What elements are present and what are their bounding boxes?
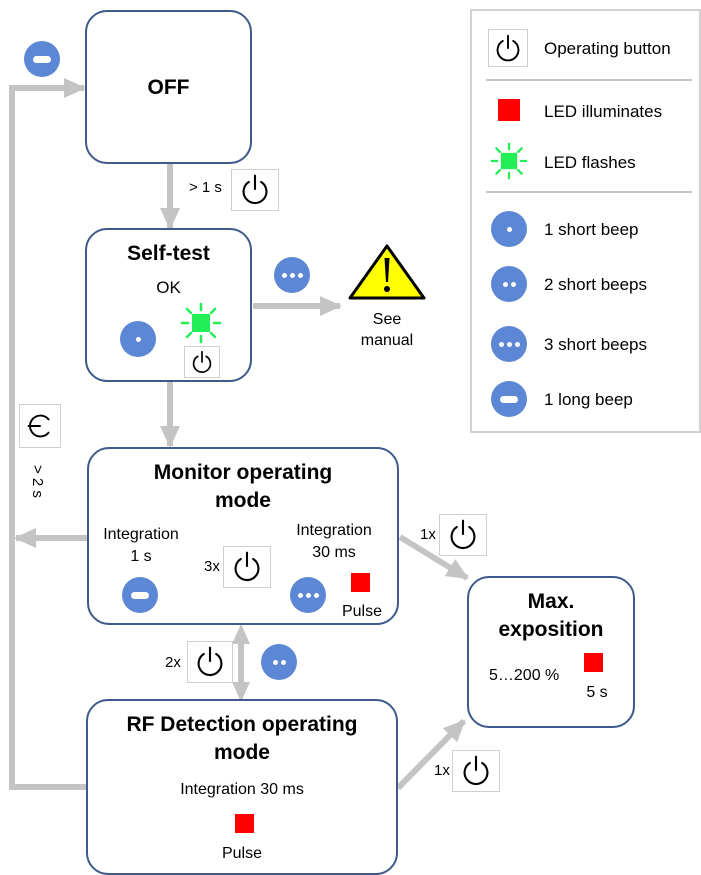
led-flash-green-icon — [490, 142, 528, 180]
beep-3-short-icon — [491, 326, 527, 362]
max-exposition-time: 5 s — [586, 684, 608, 701]
max-exposition-range: 5…200 % — [489, 667, 560, 684]
power-button-icon — [452, 750, 500, 792]
beep-2-short-icon — [261, 644, 297, 680]
legend-divider — [486, 191, 692, 193]
power-button-icon — [187, 641, 233, 683]
legend-item-label: 2 short beeps — [544, 275, 648, 294]
label-monitor-to-off: > 2 s — [29, 465, 46, 498]
arrowhead-rf-up — [232, 624, 250, 644]
monitor-right-integration-line2: 30 ms — [312, 544, 356, 561]
monitor-state-title-line1: Monitor operating — [153, 461, 333, 484]
legend-item-label: 1 short beep — [544, 220, 639, 239]
power-button-icon — [223, 546, 271, 588]
arrow-monitor-to-max — [398, 534, 469, 581]
power-button-icon — [231, 169, 279, 211]
rf-detection-title-line1: RF Detection operating — [126, 713, 358, 736]
beep-1-short-icon — [120, 321, 156, 357]
selftest-state-title: Self-test — [127, 242, 210, 265]
beep-3-short-icon — [290, 577, 326, 613]
off-state-title: OFF — [147, 76, 190, 99]
power-standby-icon — [19, 404, 61, 448]
led-red-icon — [351, 573, 370, 592]
max-exposition-state-box: Max. exposition 5…200 % 5 s — [467, 576, 635, 728]
max-exposition-title-line2: exposition — [498, 618, 604, 641]
arrow-rf-to-max — [395, 718, 467, 791]
beep-3-short-icon — [274, 257, 310, 293]
legend-divider — [486, 79, 692, 81]
legend-panel: Operating button LED illuminates LED fla… — [470, 9, 701, 433]
beep-long-icon — [491, 381, 527, 417]
legend-item-label: 3 short beeps — [544, 335, 648, 354]
led-red-icon — [235, 814, 254, 833]
power-button-icon — [184, 346, 220, 378]
legend-item-label: LED illuminates — [544, 102, 663, 121]
legend-item-label: LED flashes — [544, 153, 636, 172]
warning-label-line1: See — [372, 311, 402, 328]
legend-item-label: Operating button — [544, 39, 671, 58]
led-red-icon — [498, 99, 520, 121]
arrowhead-rf-down — [232, 682, 250, 702]
power-button-icon — [488, 29, 528, 67]
beep-long-icon — [122, 577, 158, 613]
led-red-icon — [584, 653, 603, 672]
led-flash-green-icon — [180, 302, 222, 344]
power-button-icon — [439, 514, 487, 556]
label-monitor-to-rf: 2x — [165, 654, 181, 671]
warning-icon — [348, 244, 426, 300]
label-rf-to-max: 1x — [434, 762, 450, 779]
beep-long-icon — [24, 41, 60, 77]
warning-label-line2: manual — [360, 332, 414, 349]
rf-detection-integration: Integration 30 ms — [180, 781, 304, 798]
monitor-right-integration-line1: Integration — [296, 522, 372, 539]
label-monitor-switch: 3x — [204, 558, 220, 575]
arrow-return-to-off — [9, 78, 87, 790]
monitor-state-title-line2: mode — [214, 489, 271, 512]
legend-item-label: 1 long beep — [544, 390, 633, 409]
rf-detection-title-line2: mode — [213, 741, 270, 764]
monitor-pulse-label: Pulse — [341, 603, 383, 620]
off-state-box: OFF — [85, 10, 252, 164]
monitor-left-integration-line2: 1 s — [130, 548, 152, 565]
label-off-to-selftest: > 1 s — [189, 179, 222, 196]
rf-detection-pulse-label: Pulse — [221, 845, 263, 862]
rf-detection-state-box: RF Detection operating mode Integration … — [86, 699, 398, 875]
max-exposition-title-line1: Max. — [527, 590, 575, 613]
selftest-state-box: Self-test OK — [85, 228, 252, 382]
label-monitor-to-max: 1x — [420, 526, 436, 543]
selftest-status-text: OK — [156, 278, 181, 297]
beep-1-short-icon — [491, 211, 527, 247]
monitor-left-integration-line1: Integration — [103, 526, 179, 543]
beep-2-short-icon — [491, 266, 527, 302]
